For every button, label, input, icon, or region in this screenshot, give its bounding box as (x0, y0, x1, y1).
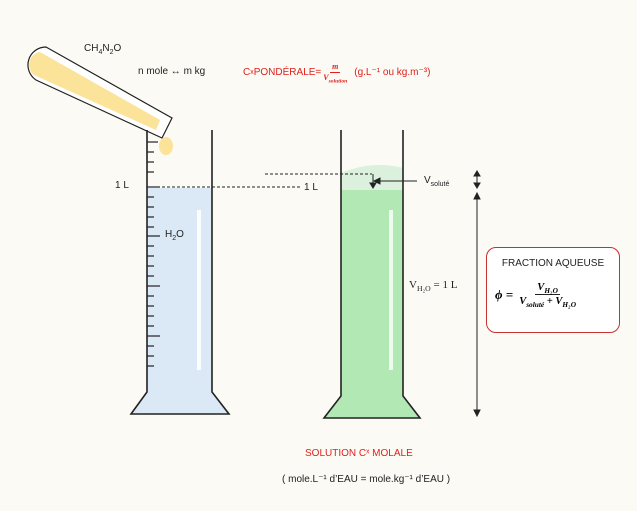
fraction-formula: ϕ = VH₂O Vsoluté + VH₂O (495, 282, 578, 310)
fraction-denominator: Vsoluté + VH₂O (519, 296, 576, 310)
water-cylinder (129, 130, 231, 415)
measure-arrows (369, 170, 481, 418)
fraction-aqueuse-box: FRACTION AQUEUSE ϕ = VH₂O Vsoluté + VH₂O (486, 247, 620, 333)
solution-title: SOLUTION Cˣ MOLALE (305, 448, 413, 459)
solution-cylinder (322, 130, 422, 419)
one-liter-right-label: 1 L (304, 182, 318, 193)
one-liter-left-label: 1 L (115, 180, 129, 191)
equivalence-label: n mole ↔ m kg (138, 66, 206, 77)
v-water-label: VH₂O = 1 L (409, 279, 458, 294)
water-label: H2O (165, 229, 184, 243)
fraction-numerator: VH₂O (535, 282, 560, 296)
test-tube (27, 46, 173, 155)
graduation-marks (147, 141, 160, 367)
phi-symbol: ϕ = (495, 286, 514, 302)
v-solute-label: Vsoluté (424, 175, 450, 189)
dashed-lines (162, 173, 372, 188)
fraction-title: FRACTION AQUEUSE (501, 258, 605, 269)
molecule-label: CH4N2O (84, 43, 122, 57)
solute-drop (159, 137, 173, 155)
solution-units: ( mole.L⁻¹ d’EAU = mole.kg⁻¹ d’EAU ) (282, 474, 451, 485)
